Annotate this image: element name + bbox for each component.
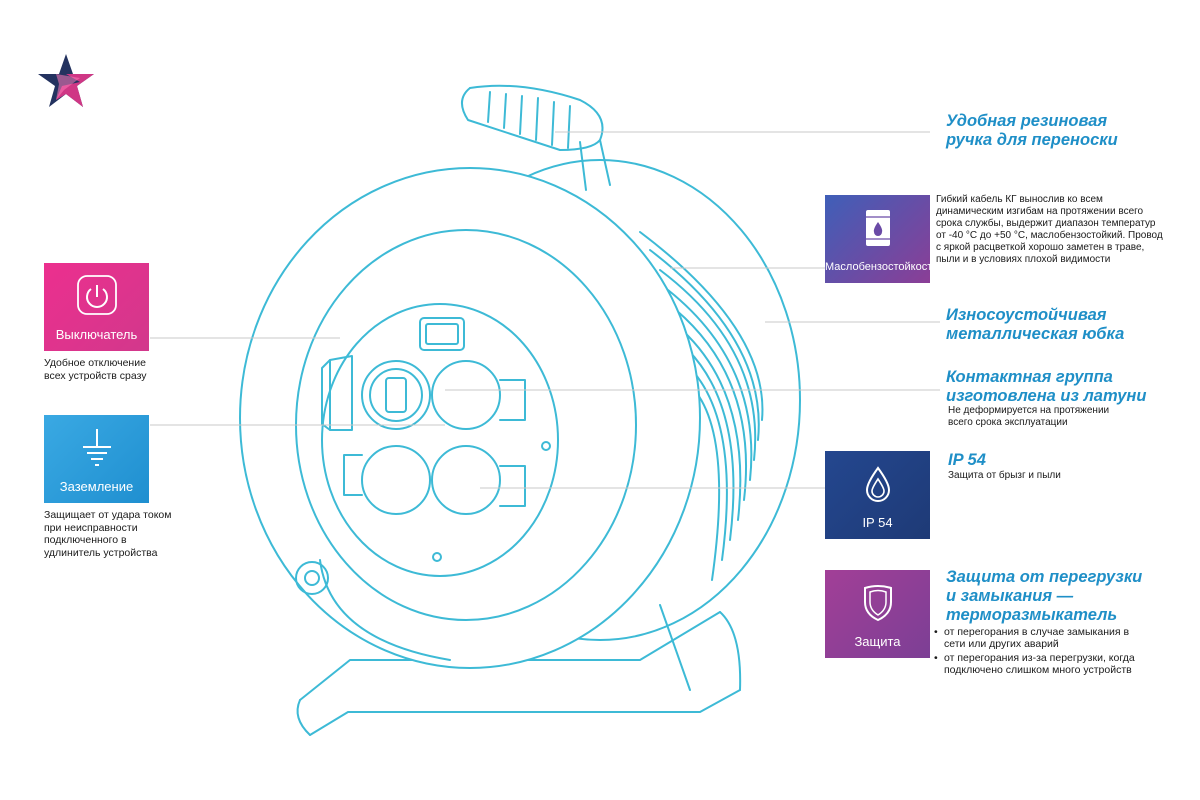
reel-handle xyxy=(461,84,611,191)
ground-badge-label: Заземление xyxy=(59,479,134,494)
contacts-description: Не деформируется на протяжении всего сро… xyxy=(948,405,1110,428)
oil-barrel-icon xyxy=(865,210,890,246)
ip-badge: IP 54 xyxy=(825,451,930,539)
skirt-heading: Износоустойчивая металлическая юбка xyxy=(946,306,1125,343)
switch-badge: Выключатель xyxy=(44,263,149,351)
callout-lines xyxy=(150,131,940,489)
star-logo-icon xyxy=(38,54,94,107)
oil-badge: Маслобензостойкость xyxy=(825,195,938,283)
water-drop-icon xyxy=(865,466,890,502)
list-item: от перегорания в случае замыкания в сети… xyxy=(932,626,1150,650)
protect-badge: Защита xyxy=(825,570,930,658)
switch-description: Удобное отключение всех устройств сразу xyxy=(44,357,147,382)
oil-badge-label: Маслобензостойкость xyxy=(825,261,938,273)
handle-heading: Удобная резиновая ручка для переноски xyxy=(946,112,1118,149)
ip-badge-label: IP 54 xyxy=(862,515,893,530)
ip-description: Защита от брызг и пыли xyxy=(948,470,1061,481)
switch-badge-label: Выключатель xyxy=(55,327,138,342)
contacts-heading: Контактная группа изготовлена из латуни xyxy=(946,368,1147,405)
overload-heading: Защита от перегрузки и замыкания — термо… xyxy=(946,568,1143,624)
protect-badge-label: Защита xyxy=(854,634,901,649)
ip-heading: IP 54 xyxy=(948,451,986,469)
list-item: от перегорания из-за перегрузки, когда п… xyxy=(932,652,1150,676)
socket-plate xyxy=(321,303,559,577)
overload-bullets: от перегорания в случае замыкания в сети… xyxy=(932,626,1150,676)
power-icon xyxy=(76,275,117,315)
ground-badge: Заземление xyxy=(44,415,149,503)
ground-icon xyxy=(82,429,111,466)
cable-description: Гибкий кабель КГ вынослив ко всем динами… xyxy=(936,194,1163,265)
ground-description: Защищает от удара током при неисправност… xyxy=(44,509,172,559)
shield-icon xyxy=(863,585,892,622)
